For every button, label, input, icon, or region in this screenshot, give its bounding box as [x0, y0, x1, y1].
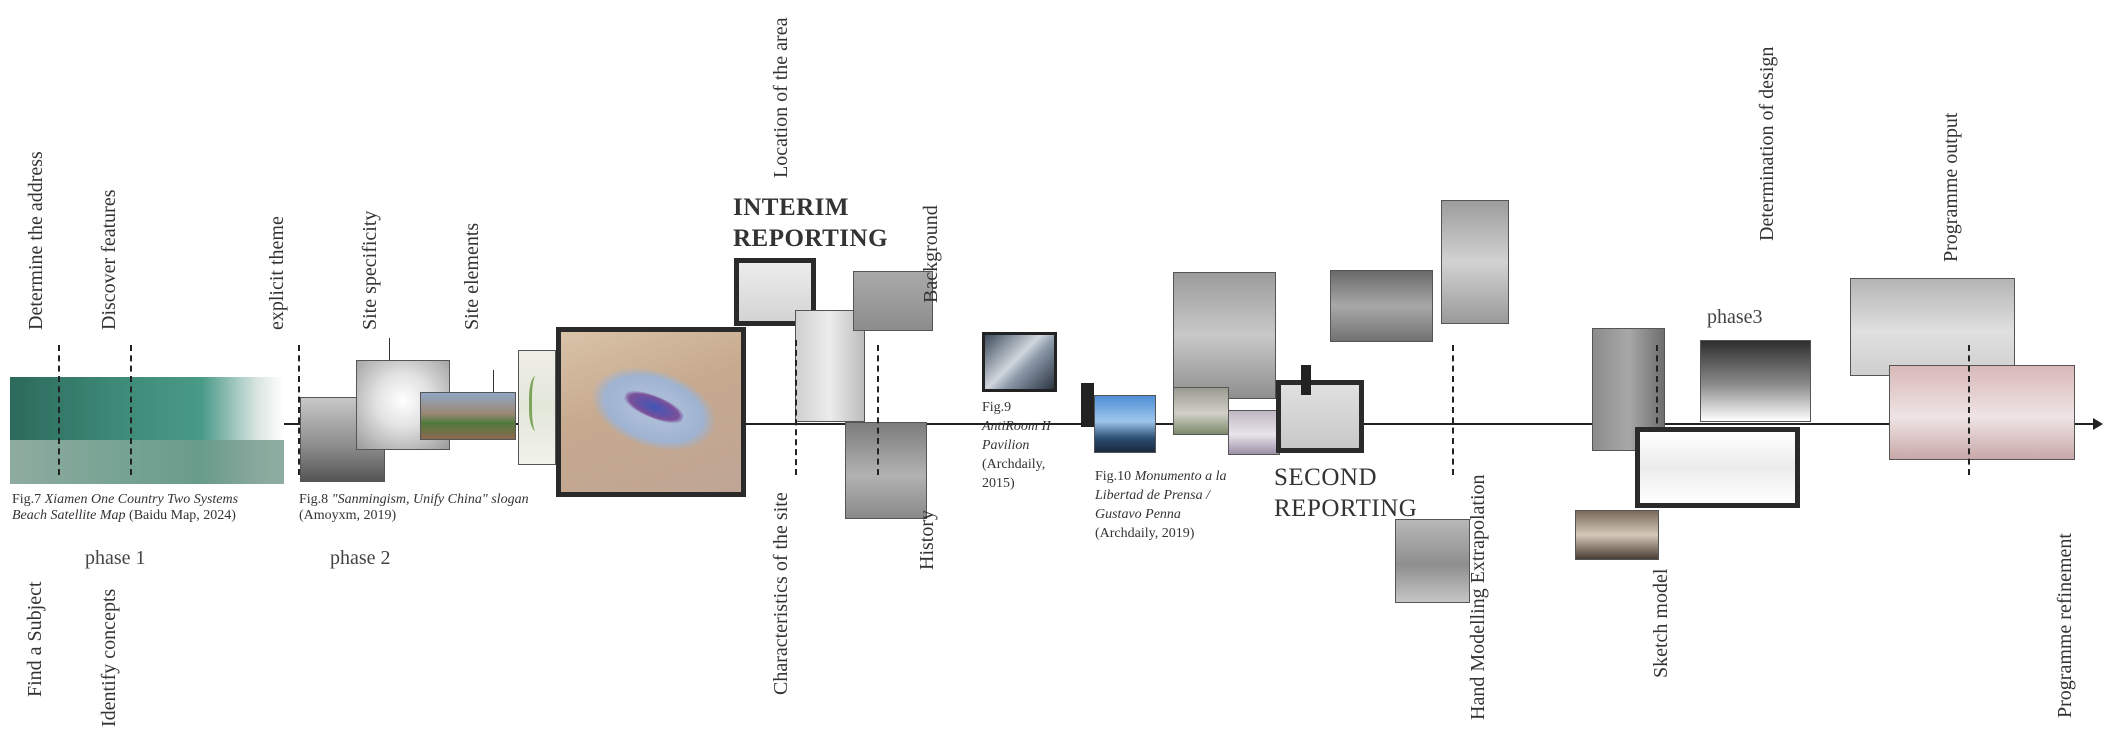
label-determine-address: Determine the address: [25, 151, 47, 330]
phase3-gradient-photo: [1700, 340, 1811, 422]
label-discover-features: Discover features: [98, 189, 120, 331]
site-model-photo: [556, 327, 746, 497]
marker-sketch-model: [1656, 345, 1658, 475]
label-find-subject: Find a Subject: [24, 581, 46, 697]
antiroom-pavilion-photo: [982, 332, 1057, 392]
second-reporting-tab: [1301, 365, 1311, 395]
sketch-model-white-photo: [1635, 427, 1800, 508]
calligraphy-photo: [518, 350, 556, 465]
interim-location-photo: [734, 258, 816, 326]
label-programme-output: Programme output: [1940, 112, 1962, 262]
marker-programme: [1968, 345, 1970, 475]
history-photo: [845, 422, 927, 519]
label-determination-design: Determination of design: [1756, 46, 1778, 241]
site-elements-photo: [420, 392, 516, 440]
hand-modelling-photo-top: [1441, 200, 1509, 324]
label-explicit-theme: explicit theme: [266, 216, 288, 330]
marker-discover-features: [130, 345, 132, 475]
fig8-caption: Fig.8 "Sanmingism, Unify China" slogan (…: [299, 492, 529, 523]
dark-gray-photo: [1330, 270, 1433, 342]
sketch-model-corridor-photo: [1575, 510, 1659, 560]
label-location-area: Location of the area: [770, 17, 792, 178]
background-photo: [853, 271, 933, 331]
phase-3-label: phase3: [1707, 306, 1763, 328]
marker-determine-address: [58, 345, 60, 475]
label-programme-refinement: Programme refinement: [2054, 533, 2076, 718]
second-reporting-title: SECOND REPORTING: [1274, 464, 1418, 522]
satellite-map-sand: [10, 440, 284, 484]
label-background: Background: [920, 205, 942, 303]
pathway-photo: [1173, 387, 1229, 435]
label-hand-modelling: Hand Modelling Extrapolation: [1467, 474, 1489, 720]
fig7-caption: Fig.7 Xiamen One Country Two Systems Bea…: [12, 492, 239, 523]
timeline-axis: [10, 423, 2095, 425]
site-specificity-leader: [389, 338, 390, 360]
site-elements-leader: [493, 370, 494, 392]
monumento-photo: [1094, 395, 1156, 453]
label-identify-concepts: Identify concepts: [98, 588, 120, 727]
fig9-caption: Fig.9 AntiRoom II Pavilion (Archdaily, 2…: [982, 400, 1051, 491]
phase-2-label: phase 2: [330, 547, 391, 569]
timeline-arrowhead: [2093, 418, 2103, 430]
label-history: History: [916, 510, 938, 570]
label-site-specificity: Site specificity: [359, 210, 381, 330]
calligraphy-mark: [529, 376, 546, 431]
programme-refinement-photo: [1889, 365, 2075, 460]
small-interior-photo: [1228, 410, 1280, 455]
label-characteristics-site: Characteristics of the site: [770, 492, 792, 695]
tall-gray-photo: [1173, 272, 1276, 399]
black-marker-bar: [1081, 383, 1094, 427]
label-sketch-model: Sketch model: [1650, 568, 1672, 678]
interim-reporting-title: INTERIM REPORTING: [733, 194, 889, 252]
marker-history: [877, 345, 879, 475]
hand-modelling-photo-bottom: [1395, 519, 1470, 603]
fig10-caption: Fig.10 Monumento a la Libertad de Prensa…: [1095, 469, 1227, 541]
marker-hand-modelling: [1452, 345, 1454, 475]
label-site-elements: Site elements: [461, 222, 483, 330]
phase-1-label: phase 1: [85, 547, 146, 569]
marker-characteristics: [795, 340, 797, 475]
marker-explicit-theme: [298, 345, 300, 475]
second-reporting-photo: [1276, 380, 1364, 453]
programme-output-photo: [1850, 278, 2015, 376]
